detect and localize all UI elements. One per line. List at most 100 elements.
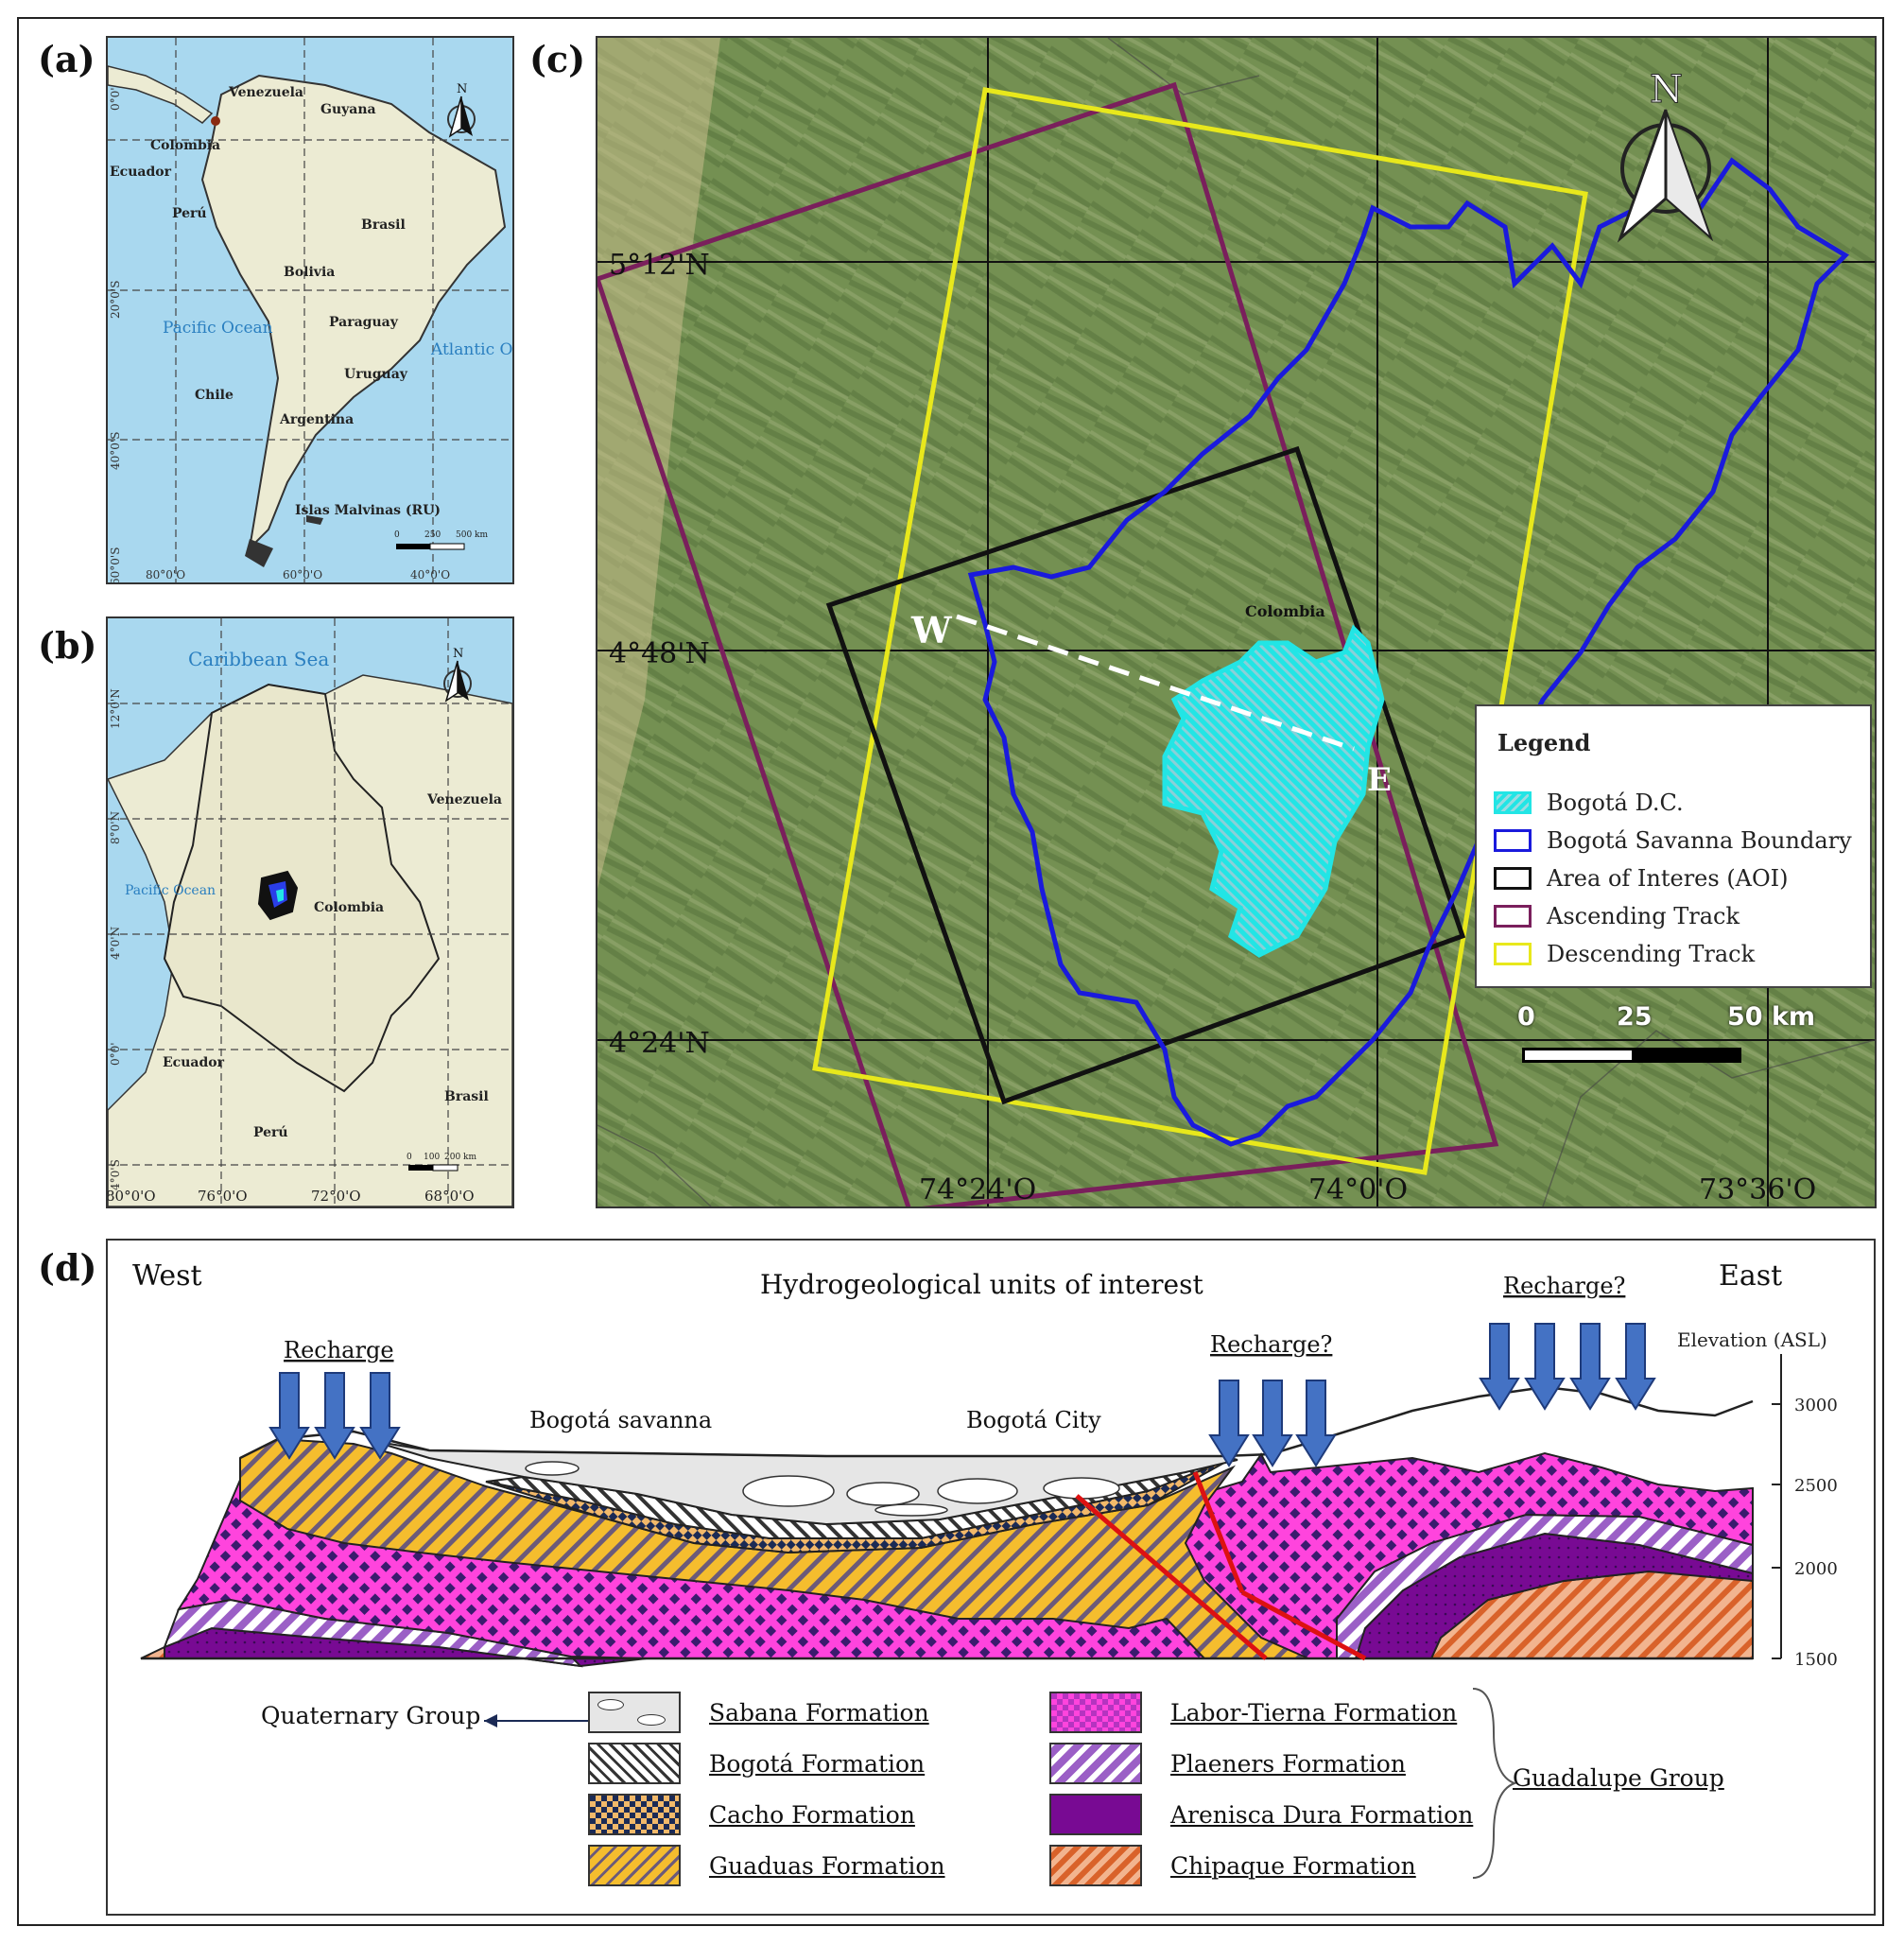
place-label-bogota-savanna: Bogotá savanna — [529, 1407, 712, 1433]
label-atlantic-ocean: Atlantic Ocean — [430, 340, 512, 359]
quaternary-group-label: Quaternary Group — [261, 1702, 481, 1729]
unit-swatch-labor-tierna — [1049, 1692, 1142, 1733]
map-panel-colombia: Venezuela Colombia Ecuador Perú Brasil C… — [106, 616, 514, 1208]
scalebar-b: 0 100 200 km — [407, 1153, 476, 1172]
legend-item-ascending-track: Ascending Track — [1494, 899, 1740, 933]
panel-label-c: (c) — [529, 38, 586, 80]
map-panel-study-area: W E Colombia 5°12'N 4°48'N 4°24'N 74°24'… — [596, 36, 1877, 1208]
svg-text:0: 0 — [394, 530, 400, 540]
label-caribbean-sea: Caribbean Sea — [188, 648, 329, 670]
label-islas-malvinas: Islas Malvinas (RU) — [295, 503, 441, 518]
cross-section-diagram: 3000 2500 2000 1500 Elevation (ASL) Rech… — [140, 1273, 1838, 1879]
svg-text:0: 0 — [407, 1153, 412, 1162]
unit-swatch-arenisca-dura — [1049, 1794, 1142, 1835]
label-peru: Perú — [172, 206, 207, 221]
lat-label-b-1: 8°0'N — [109, 811, 122, 844]
lon-label-c-1: 74°0'O — [1308, 1173, 1408, 1206]
unit-legend-arenisca-dura: Arenisca Dura Formation — [1049, 1793, 1473, 1836]
bogota-savanna-boundary — [967, 157, 1850, 1147]
guadalupe-group-label: Guadalupe Group — [1513, 1764, 1724, 1792]
legend-item-savanna-boundary: Bogotá Savanna Boundary — [1494, 824, 1852, 858]
lat-label-b-3: 0°0' — [109, 1042, 122, 1066]
elevation-tick-2000: 2000 — [1794, 1559, 1838, 1579]
panel-label-d: (d) — [38, 1246, 97, 1289]
map-panel-south-america: Venezuela Guyana Colombia Ecuador Perú B… — [106, 36, 514, 584]
svg-text:N: N — [453, 647, 463, 661]
lon-label-b-1: 76°0'O — [198, 1188, 248, 1205]
lat-label-c-0: 5°12'N — [609, 249, 710, 282]
lat-label-c-2: 4°24'N — [609, 1027, 710, 1060]
area-of-interest-polygon — [825, 445, 1466, 1105]
cross-section-panel: 3000 2500 2000 1500 Elevation (ASL) Rech… — [106, 1239, 1876, 1916]
unit-legend-cacho: Cacho Formation — [588, 1793, 915, 1836]
label-paraguay: Paraguay — [329, 315, 399, 330]
lon-label-b-3: 68°0'O — [424, 1188, 475, 1205]
label-colombia-b: Colombia — [314, 900, 384, 915]
descending-track-footprint — [812, 87, 1588, 1175]
label-brasil: Brasil — [361, 217, 406, 233]
elevation-tick-3000: 3000 — [1794, 1396, 1838, 1415]
scale-label-50: 50 km — [1727, 1002, 1816, 1032]
unit-legend-chipaque: Chipaque Formation — [1049, 1844, 1416, 1887]
panel-label-a: (a) — [38, 38, 95, 80]
unit-legend-bogota: Bogotá Formation — [588, 1742, 925, 1785]
unit-legend-labor-tierna: Labor-Tierna Formation — [1049, 1691, 1457, 1734]
lat-label-a-2: 40°0'S — [109, 432, 122, 470]
lat-label-b-0: 12°0'N — [109, 688, 122, 729]
unit-label-bogota: Bogotá Formation — [709, 1749, 926, 1778]
label-venezuela-b: Venezuela — [426, 792, 502, 807]
unit-label-sabana: Sabana Formation — [709, 1698, 929, 1727]
label-ecuador-b: Ecuador — [163, 1055, 225, 1070]
legend-swatch-savanna-boundary — [1494, 829, 1532, 852]
unit-label-cacho: Cacho Formation — [709, 1800, 915, 1829]
svg-text:500 km: 500 km — [456, 530, 488, 540]
legend-swatch-aoi — [1494, 867, 1532, 890]
label-guyana: Guyana — [320, 102, 376, 117]
unit-label-chipaque: Chipaque Formation — [1170, 1851, 1416, 1880]
scalebar-a: 0 250 500 km — [394, 530, 488, 550]
legend-label-bogota-dc: Bogotá D.C. — [1547, 790, 1684, 816]
central-america-landmass — [108, 65, 214, 124]
label-colombia: Colombia — [150, 138, 220, 153]
unit-label-labor-tierna: Labor-Tierna Formation — [1170, 1698, 1458, 1727]
colombia-outline — [163, 683, 441, 1093]
legend-item-descending-track: Descending Track — [1494, 937, 1755, 971]
bogota-dc-polygon — [1162, 624, 1385, 958]
label-peru-b: Perú — [253, 1125, 288, 1140]
recharge-arrows — [268, 1323, 1656, 1467]
scale-label-0: 0 — [1517, 1002, 1535, 1032]
north-arrow-icon: N — [443, 647, 472, 703]
lat-label-b-4: 4°0'S — [109, 1159, 122, 1190]
label-bolivia: Bolivia — [284, 265, 335, 280]
lat-label-a-1: 20°0'S — [109, 281, 122, 319]
scalebar-c: 0 25 50 km — [1517, 1002, 1815, 1068]
label-colombia-c: Colombia — [1245, 602, 1325, 620]
unit-legend-plaeners: Plaeners Formation — [1049, 1742, 1406, 1785]
lon-label-b-0: 80°0'O — [108, 1188, 156, 1205]
unit-legend-guaduas: Guaduas Formation — [588, 1844, 945, 1887]
recharge-label-west: Recharge — [284, 1337, 394, 1363]
label-ecuador: Ecuador — [110, 165, 172, 180]
lon-label-a-1: 60°0'O — [283, 568, 322, 581]
fault-lines — [1075, 1471, 1367, 1661]
terrain-background — [597, 38, 1875, 1206]
svg-text:250: 250 — [424, 530, 441, 540]
label-pacific-ocean-b: Pacific Ocean — [125, 883, 216, 898]
legend-label-savanna-boundary: Bogotá Savanna Boundary — [1547, 827, 1852, 854]
lon-label-b-2: 72°0'O — [311, 1188, 361, 1205]
unit-swatch-chipaque — [1049, 1845, 1142, 1886]
elevation-axis-title: Elevation (ASL) — [1677, 1328, 1827, 1351]
elevation-tick-1500: 1500 — [1794, 1650, 1838, 1670]
legend-title: Legend — [1497, 729, 1591, 756]
municipal-boundaries — [597, 38, 1875, 1206]
unit-label-guaduas: Guaduas Formation — [709, 1851, 945, 1880]
ascending-track-footprint — [597, 81, 1499, 1206]
scalebar-c-bar — [1522, 1048, 1741, 1063]
unit-swatch-guaduas — [588, 1845, 681, 1886]
legend-swatch-ascending-track — [1494, 905, 1532, 928]
north-arrow-icon: N — [1617, 68, 1714, 243]
label-chile: Chile — [195, 388, 234, 403]
lon-label-a-2: 40°0'O — [410, 568, 450, 581]
lon-label-a-0: 80°0'O — [146, 568, 185, 581]
lat-label-b-2: 4°0'N — [109, 927, 122, 960]
